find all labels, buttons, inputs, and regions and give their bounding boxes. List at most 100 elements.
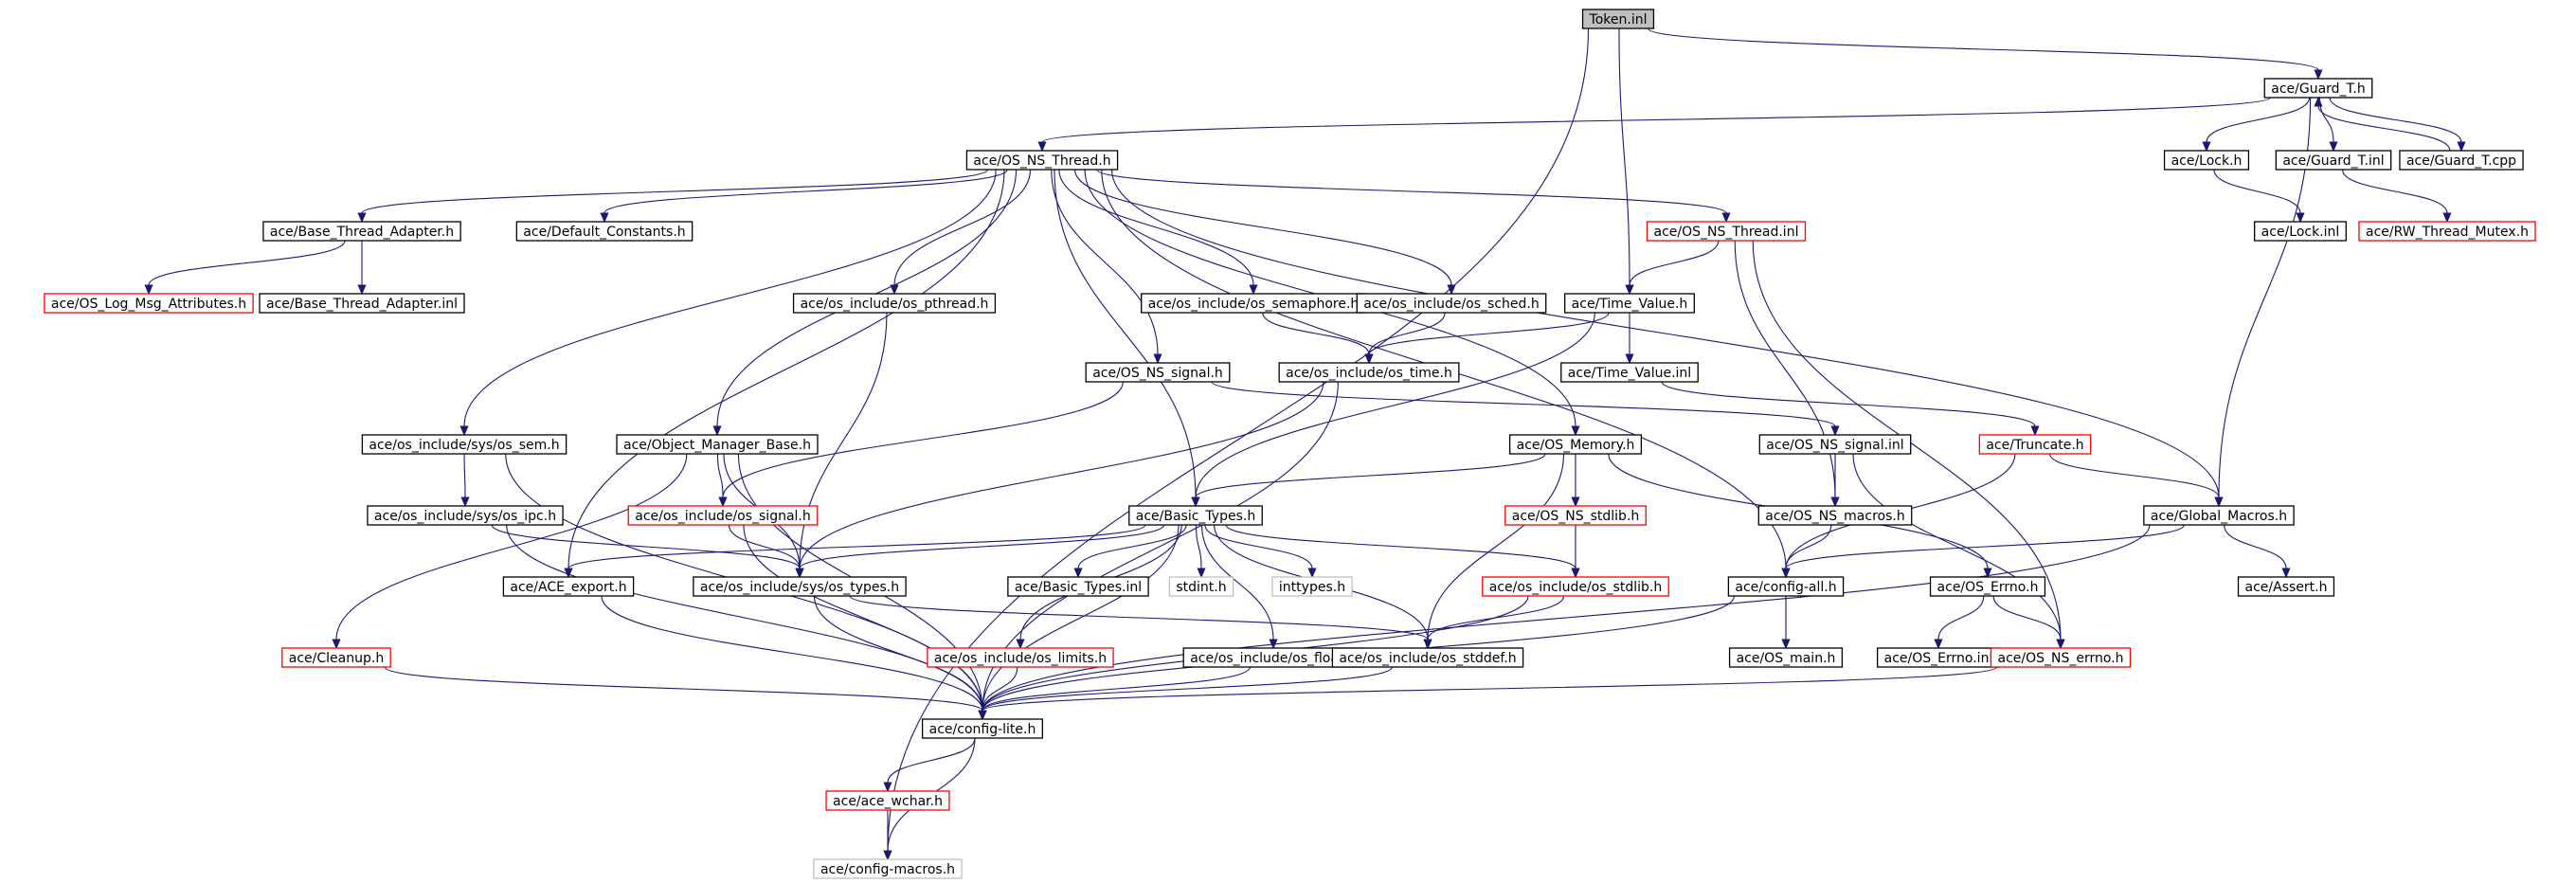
node-box — [1504, 505, 1647, 526]
edge-ace-basic-types-h-to-ace-config-lite-h — [978, 524, 1180, 721]
node-label: ace/os_include/os_time.h — [1286, 366, 1452, 381]
node-label: ace/ace_wchar.h — [833, 794, 943, 809]
node-ace-guard-t-cpp[interactable]: ace/Guard_T.cpp — [2399, 150, 2524, 171]
edge-ace-time-value-h-to-ace-time-value-inl — [1625, 313, 1634, 365]
node-box — [1581, 9, 1655, 29]
node-box — [1728, 647, 1844, 668]
node-layer: Token.inl ace/Guard_T.h ace/OS_NS_Thread.h… — [44, 9, 2536, 879]
node-ace-config-lite-h[interactable]: ace/config-lite.h — [921, 718, 1044, 739]
node-ace-cleanup-h[interactable]: ace/Cleanup.h — [281, 647, 391, 668]
node-box — [1646, 221, 1807, 242]
node-ace-os-include-sys-os-sem-h[interactable]: ace/os_include/sys/os_sem.h — [361, 434, 567, 455]
node-box — [1560, 362, 1699, 383]
node-label: ace/os_include/os_stddef.h — [1339, 651, 1516, 666]
node-ace-guard-t-h[interactable]: ace/Guard_T.h — [2263, 78, 2373, 99]
node-ace-truncate-h[interactable]: ace/Truncate.h — [1978, 434, 2092, 455]
edge-ace-guard-t-cpp-to-ace-guard-t-h — [2314, 96, 2451, 152]
node-ace-basic-types-h[interactable]: ace/Basic_Types.h — [1128, 505, 1263, 526]
node-box — [1168, 576, 1234, 597]
node-ace-os-include-os-semaphore-h[interactable]: ace/os_include/os_semaphore.h — [1141, 293, 1366, 314]
node-box — [965, 150, 1119, 171]
node-ace-base-thread-adapter-inl[interactable]: ace/Base_Thread_Adapter.inl — [259, 293, 465, 314]
node-box — [515, 221, 694, 242]
node-ace-os-ns-signal-h[interactable]: ace/OS_NS_signal.h — [1085, 362, 1231, 383]
node-ace-os-include-sys-os-ipc-h[interactable]: ace/os_include/sys/os_ipc.h — [367, 505, 564, 526]
node-box — [1331, 647, 1524, 668]
node-ace-os-include-os-float-h[interactable]: ace/os_include/os_float.h — [1182, 647, 1364, 668]
node-ace-base-thread-adapter-h[interactable]: ace/Base_Thread_Adapter.h — [262, 221, 461, 242]
edge-token-inl-to-ace-time-value-h — [1618, 27, 1634, 296]
node-ace-os-include-os-stdlib-h[interactable]: ace/os_include/os_stdlib.h — [1482, 576, 1669, 597]
node-ace-os-ns-macros-h[interactable]: ace/OS_NS_macros.h — [1757, 505, 1913, 526]
node-ace-os-include-os-pthread-h[interactable]: ace/os_include/os_pthread.h — [792, 293, 997, 314]
edge-ace-os-memory-h-to-ace-basic-types-h — [1191, 453, 1546, 508]
node-ace-time-value-inl[interactable]: ace/Time_Value.inl — [1560, 362, 1699, 383]
node-label: ace/OS_Errno.inl — [1884, 651, 1993, 666]
edge-ace-config-lite-h-to-ace-ace-wchar-h — [883, 737, 976, 793]
node-ace-os-ns-errno-h[interactable]: ace/OS_NS_errno.h — [1990, 647, 2132, 668]
node-box — [2254, 221, 2347, 242]
edge-ace-os-ns-thread-inl-to-ace-os-ns-macros-h — [1734, 240, 1840, 508]
node-ace-default-constants-h[interactable]: ace/Default_Constants.h — [515, 221, 694, 242]
node-label: ace/os_include/os_signal.h — [635, 509, 811, 524]
node-ace-os-errno-inl[interactable]: ace/OS_Errno.inl — [1877, 647, 2000, 668]
node-box — [921, 718, 1044, 739]
node-ace-time-value-h[interactable]: ace/Time_Value.h — [1564, 293, 1695, 314]
node-ace-object-manager-base-h[interactable]: ace/Object_Manager_Base.h — [616, 434, 819, 455]
edge-ace-os-ns-thread-h-to-ace-base-thread-adapter-h — [357, 169, 989, 224]
edge-ace-basic-types-h-to-ace-ace-export-h — [564, 524, 1146, 579]
node-ace-ace-wchar-h[interactable]: ace/ace_wchar.h — [825, 790, 950, 811]
node-label: ace/Basic_Types.h — [1136, 509, 1255, 524]
node-label: ace/Default_Constants.h — [523, 225, 685, 240]
node-label: ace/os_include/sys/os_types.h — [700, 580, 899, 595]
node-label: ace/Guard_T.inl — [2282, 153, 2384, 169]
edge-ace-guard-t-inl-to-ace-rw-thread-mutex-h — [2342, 169, 2452, 224]
node-ace-os-include-os-time-h[interactable]: ace/os_include/os_time.h — [1278, 362, 1460, 383]
node-ace-os-include-os-stddef-h[interactable]: ace/os_include/os_stddef.h — [1331, 647, 1524, 668]
node-ace-os-log-msg-attributes-h[interactable]: ace/OS_Log_Msg_Attributes.h — [44, 293, 254, 314]
node-ace-os-include-os-limits-h[interactable]: ace/os_include/os_limits.h — [927, 647, 1114, 668]
node-ace-os-include-os-sched-h[interactable]: ace/os_include/os_sched.h — [1356, 293, 1547, 314]
edge-ace-os-ns-thread-h-to-ace-os-include-os-pthread-h — [890, 169, 1032, 296]
node-stdint-h: stdint.h — [1168, 576, 1234, 597]
node-ace-config-all-h[interactable]: ace/config-all.h — [1727, 576, 1845, 597]
node-label: ace/OS_Log_Msg_Attributes.h — [51, 297, 246, 312]
node-ace-global-macros-h[interactable]: ace/Global_Macros.h — [2143, 505, 2295, 526]
node-box — [2358, 221, 2536, 242]
node-label: Token.inl — [1589, 12, 1648, 27]
edge-ace-base-thread-adapter-h-to-ace-os-log-msg-attributes-h — [144, 240, 346, 296]
node-ace-os-memory-h[interactable]: ace/OS_Memory.h — [1508, 434, 1643, 455]
node-ace-assert-h[interactable]: ace/Assert.h — [2237, 576, 2335, 597]
edge-ace-os-include-os-time-h-to-ace-config-lite-h — [978, 381, 1339, 721]
node-label: ace/Lock.h — [2171, 153, 2243, 169]
node-ace-os-ns-thread-inl[interactable]: ace/OS_NS_Thread.inl — [1646, 221, 1807, 242]
node-ace-os-errno-h[interactable]: ace/OS_Errno.h — [1929, 576, 2046, 597]
node-ace-os-ns-signal-inl[interactable]: ace/OS_NS_signal.inl — [1758, 434, 1912, 455]
edge-ace-os-ns-thread-h-to-ace-global-macros-h — [1111, 169, 2224, 508]
node-ace-ace-export-h[interactable]: ace/ACE_export.h — [502, 576, 635, 597]
edge-ace-os-include-os-stdlib-h-to-ace-os-include-os-stddef-h — [1423, 595, 1565, 650]
node-box — [616, 434, 819, 455]
node-box — [1990, 647, 2132, 668]
node-ace-os-include-sys-os-types-h[interactable]: ace/os_include/sys/os_types.h — [693, 576, 907, 597]
node-ace-rw-thread-mutex-h[interactable]: ace/RW_Thread_Mutex.h — [2358, 221, 2536, 242]
node-box — [367, 505, 564, 526]
node-ace-os-ns-stdlib-h[interactable]: ace/OS_NS_stdlib.h — [1504, 505, 1647, 526]
node-label: ace/os_include/os_sched.h — [1363, 297, 1539, 312]
edge-ace-os-ns-thread-h-to-ace-os-include-os-sched-h — [1074, 169, 1456, 296]
edge-ace-config-all-h-to-ace-os-main-h — [1781, 595, 1791, 650]
node-ace-lock-inl[interactable]: ace/Lock.inl — [2254, 221, 2347, 242]
node-ace-guard-t-inl[interactable]: ace/Guard_T.inl — [2275, 150, 2392, 171]
node-ace-basic-types-inl[interactable]: ace/Basic_Types.inl — [1007, 576, 1149, 597]
node-box — [1356, 293, 1547, 314]
edge-ace-base-thread-adapter-h-to-ace-base-thread-adapter-inl — [357, 241, 367, 296]
node-ace-os-include-os-signal-h[interactable]: ace/os_include/os_signal.h — [627, 505, 819, 526]
node-ace-os-ns-thread-h[interactable]: ace/OS_NS_Thread.h — [965, 150, 1119, 171]
node-box — [1278, 362, 1460, 383]
node-box — [262, 221, 461, 242]
node-box — [693, 576, 907, 597]
node-ace-lock-h[interactable]: ace/Lock.h — [2163, 150, 2250, 171]
edge-ace-os-include-os-stddef-h-to-ace-config-lite-h — [978, 666, 1393, 721]
node-ace-os-main-h[interactable]: ace/OS_main.h — [1728, 647, 1844, 668]
